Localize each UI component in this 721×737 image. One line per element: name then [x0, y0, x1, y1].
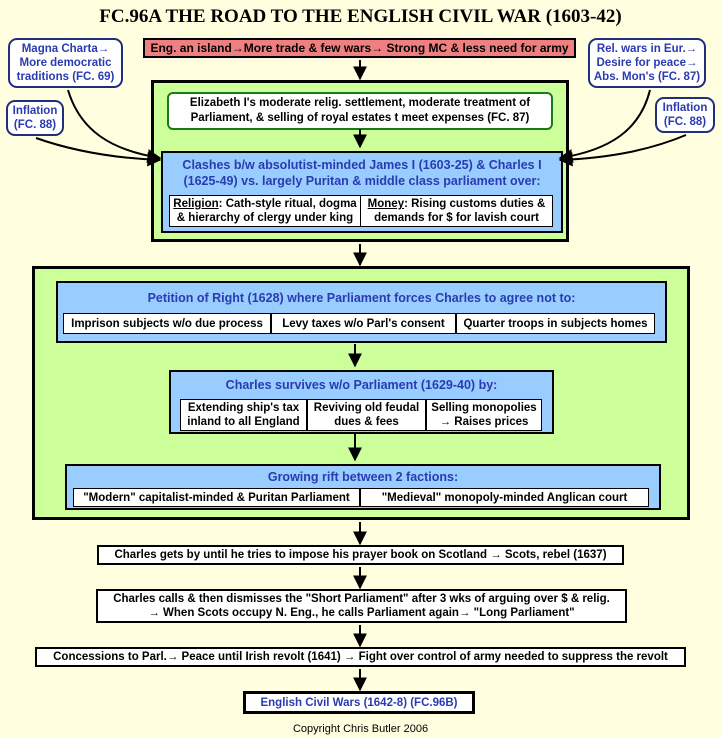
rift-parliament: "Modern" capitalist-minded & Puritan Par… [73, 488, 360, 507]
money-cell: Money: Rising customs duties & demands f… [360, 195, 553, 227]
survives-box: Charles survives w/o Parliament (1629-40… [169, 370, 554, 434]
short-parliament-line1: Charles calls & then dismisses the "Shor… [113, 593, 610, 605]
ship-tax-line2: inland to all England [187, 416, 300, 428]
clashes-line2: (1625-49) vs. largely Puritan & middle c… [183, 174, 541, 188]
civil-wars-box: English Civil Wars (1642-8) (FC.96B) [243, 691, 475, 714]
survives-header: Charles survives w/o Parliament (1629-40… [225, 378, 498, 392]
rift-box: Growing rift between 2 factions: "Modern… [65, 464, 661, 510]
inflation-right-line2: (FC. 88) [663, 116, 707, 128]
petition-header: Petition of Right (1628) where Parliamen… [147, 291, 576, 305]
petition-item-taxes: Levy taxes w/o Parl's consent [271, 313, 456, 334]
money-text1: : Rising customs duties & [404, 198, 546, 210]
magna-charta-line2: More democratic [19, 57, 112, 69]
religious-wars-line1: Rel. wars in Eur.→ [596, 43, 698, 55]
elizabeth-line2: Parliament, & selling of royal estates t… [190, 112, 530, 124]
early-stuart-section: Elizabeth I's moderate relig. settlement… [151, 80, 569, 242]
island-trade-bar: Eng. an island→More trade & few wars→ St… [143, 38, 576, 58]
magna-charta-note: Magna Charta→ More democratic traditions… [8, 38, 123, 88]
inflation-left-note: Inflation (FC. 88) [6, 100, 64, 136]
inflation-left-line2: (FC. 88) [13, 119, 57, 131]
religion-text2: & hierarchy of clergy under king [176, 212, 354, 224]
religious-wars-line3: Abs. Mon's (FC. 87) [593, 71, 701, 83]
ship-tax-line1: Extending ship's tax [187, 402, 300, 414]
inflation-right-line1: Inflation [662, 102, 708, 114]
monopolies-line1: Selling monopolies [431, 402, 537, 414]
inflation-left-line1: Inflation [12, 105, 58, 117]
clashes-box: Clashes b/w absolutist-minded James I (1… [161, 151, 563, 233]
prayer-book-box: Charles gets by until he tries to impose… [97, 545, 624, 565]
survives-item-ship-tax: Extending ship's tax inland to all Engla… [180, 399, 307, 431]
inflation-right-note: Inflation (FC. 88) [655, 97, 715, 133]
short-parliament-line2: → When Scots occupy N. Eng., he calls Pa… [148, 607, 575, 619]
money-text2: demands for $ for lavish court [374, 212, 539, 224]
arrow-inflation-right [558, 134, 687, 167]
religion-cell: Religion: Cath-style ritual, dogma & hie… [169, 195, 361, 227]
elizabeth-line1: Elizabeth I's moderate relig. settlement… [189, 97, 531, 109]
religion-label: Religion [173, 198, 219, 210]
charles-section: Petition of Right (1628) where Parliamen… [32, 266, 690, 520]
arrow-inflation-left [35, 137, 162, 167]
arrow-magna-charta [67, 89, 162, 163]
magna-charta-line1: Magna Charta→ [21, 43, 110, 55]
copyright-footer: Copyright Chris Butler 2006 [292, 723, 429, 735]
survives-item-feudal-dues: Reviving old feudal dues & fees [307, 399, 426, 431]
elizabeth-box: Elizabeth I's moderate relig. settlement… [167, 92, 553, 130]
religion-text1: : Cath-style ritual, dogma [218, 198, 357, 210]
feudal-dues-line1: Reviving old feudal [313, 402, 420, 414]
survives-item-monopolies: Selling monopolies → Raises prices [426, 399, 542, 431]
petition-item-imprison: Imprison subjects w/o due process [63, 313, 271, 334]
rift-court: "Medieval" monopoly-minded Anglican cour… [360, 488, 649, 507]
arrow-religious-wars [558, 89, 651, 163]
magna-charta-line3: traditions (FC. 69) [16, 71, 115, 83]
monopolies-line2: → Raises prices [439, 416, 529, 428]
clashes-line1: Clashes b/w absolutist-minded James I (1… [182, 158, 542, 172]
petition-box: Petition of Right (1628) where Parliamen… [56, 281, 667, 343]
rift-header: Growing rift between 2 factions: [267, 470, 459, 484]
religious-wars-line2: Desire for peace→ [596, 57, 698, 69]
petition-item-troops: Quarter troops in subjects homes [456, 313, 655, 334]
concessions-box: Concessions to Parl.→ Peace until Irish … [35, 647, 686, 667]
page-title: FC.96A THE ROAD TO THE ENGLISH CIVIL WAR… [99, 6, 622, 27]
short-parliament-box: Charles calls & then dismisses the "Shor… [96, 589, 627, 623]
religious-wars-note: Rel. wars in Eur.→ Desire for peace→ Abs… [588, 38, 706, 88]
money-label: Money [367, 198, 405, 210]
feudal-dues-line2: dues & fees [334, 416, 399, 428]
